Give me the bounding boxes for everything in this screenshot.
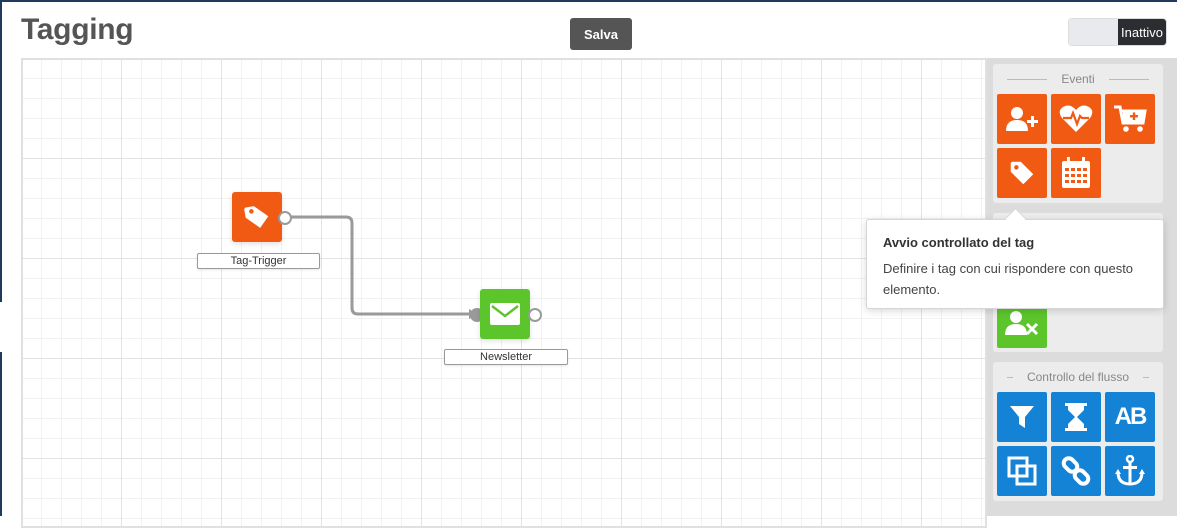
palette-user-signup[interactable]	[997, 94, 1047, 144]
ab-test-icon[interactable]: AB	[1105, 392, 1155, 442]
panel-header-flow-control: Controllo del flusso	[993, 362, 1163, 392]
envelope-icon	[490, 303, 520, 325]
node-output-port[interactable]	[528, 308, 542, 322]
tag-icon	[244, 206, 269, 228]
palette-link[interactable]	[1051, 446, 1101, 496]
palette-anchor[interactable]	[1105, 446, 1155, 496]
palette-tag-trigger[interactable]	[997, 148, 1047, 198]
link-icon	[1061, 456, 1091, 486]
save-button[interactable]: Salva	[570, 18, 632, 50]
tag-icon	[1010, 161, 1034, 185]
window-top-border	[0, 0, 1177, 2]
filter-icon	[1010, 406, 1034, 428]
palette-wait[interactable]	[1051, 392, 1101, 442]
palette-heartbeat[interactable]	[1051, 94, 1101, 144]
tooltip-title: Avvio controllato del tag	[883, 235, 1035, 250]
status-toggle[interactable]: Inattivo	[1068, 18, 1167, 46]
window-left-border	[0, 2, 2, 516]
hourglass-icon	[1065, 403, 1087, 431]
page-title: Tagging	[21, 13, 134, 46]
node-label-tag-trigger: Tag-Trigger	[197, 253, 320, 269]
node-newsletter[interactable]	[480, 289, 530, 339]
toggle-status-label: Inattivo	[1118, 19, 1166, 45]
heartbeat-icon	[1059, 105, 1093, 132]
flow-canvas[interactable]: Tag-Trigger Newsletter	[21, 58, 987, 528]
tooltip: Avvio controllato del tag Definire i tag…	[866, 219, 1164, 309]
palette-filter[interactable]	[997, 392, 1047, 442]
palette-copy[interactable]	[997, 446, 1047, 496]
node-tag-trigger[interactable]	[232, 192, 282, 242]
cart-plus-icon	[1114, 105, 1147, 132]
node-label-newsletter: Newsletter	[444, 349, 568, 365]
palette-cart-add[interactable]	[1105, 94, 1155, 144]
user-remove-icon	[1005, 311, 1039, 336]
copy-icon	[1007, 456, 1037, 486]
toggle-track	[1069, 19, 1118, 45]
user-plus-icon	[1006, 107, 1038, 131]
calendar-icon	[1062, 157, 1090, 188]
panel-events: Eventi	[993, 64, 1163, 203]
node-output-port[interactable]	[278, 211, 292, 225]
panel-flow-control: Controllo del flusso AB	[993, 362, 1163, 501]
window-left-border-gap	[0, 302, 2, 352]
anchor-icon	[1115, 455, 1145, 486]
panel-header-events: Eventi	[993, 64, 1163, 94]
tooltip-body: Definire i tag con cui rispondere con qu…	[883, 261, 1134, 297]
palette-calendar[interactable]	[1051, 148, 1101, 198]
